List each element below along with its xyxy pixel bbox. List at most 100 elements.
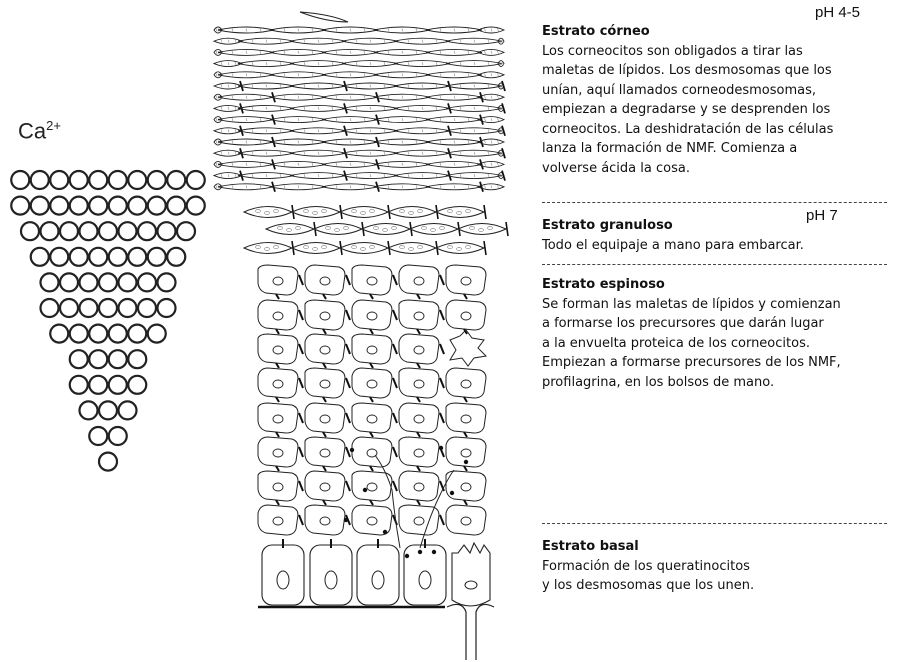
nucleus [272,276,284,286]
desmosome [345,309,351,321]
calcium-ion [146,246,167,267]
corneodesmosome [375,136,380,148]
corneocyte [289,104,347,112]
granule-dot [463,459,469,465]
lipid-mark [231,185,234,189]
lipid-mark [220,129,223,133]
keratohyalin-granule [408,211,414,215]
lipid-mark [484,73,486,77]
calcium-ion [156,272,177,293]
lipid-mark [490,95,493,99]
lipid-mark [245,140,248,144]
calcium-ion [68,349,89,370]
corneocyte [341,149,399,157]
lipid-mark [490,28,493,32]
keratohyalin-granule [312,247,318,251]
nucleus [413,345,425,355]
layer-description: Los corneocitos son obligados a tirar la… [542,43,834,176]
lipid-mark [421,84,424,88]
lipid-mark [435,106,438,110]
corneocyte [373,26,431,34]
lipid-mark [259,95,262,99]
calcium-ion [88,246,109,267]
granular-cell [242,242,294,254]
lipid-mark [383,84,386,88]
corneocyte [213,138,223,146]
calcium-ion [136,272,158,293]
calcium-ion [29,195,50,216]
keratohyalin-granule [351,245,357,249]
lipid-mark [335,28,338,32]
granule-dot [431,549,437,555]
lipid-mark [490,73,493,77]
granular-cell [338,206,390,218]
keratohyalin-granule [325,226,331,230]
desmosome [298,412,304,424]
lipid-mark [227,39,230,43]
calcium-ion [156,297,177,319]
calcium-ion [39,221,60,242]
corneocyte [269,71,327,79]
layer-description: Todo el equipaje a mano para embarcar. [542,237,804,253]
lipid-mark [234,151,237,155]
corneocyte [213,183,223,191]
corneocyte [237,172,295,180]
corneocyte [476,26,506,34]
lipid-mark [369,151,372,155]
lipid-mark [311,50,314,54]
lipid-mark [487,174,490,178]
lipid-mark [497,50,499,54]
lipid-mark [487,151,490,155]
corneocyte [213,116,223,124]
lipid-mark [497,95,499,99]
calcium-gradient [10,169,206,472]
spinous-keratinocyte [351,470,393,502]
corneocyte [212,37,244,45]
desmosome [416,328,421,335]
desmosome [505,221,509,237]
lipid-mark [349,118,352,122]
keratohyalin-granule [255,209,261,213]
stratum-spinosum-cells [257,264,488,559]
lipid-mark [487,62,490,66]
lipid-mark [297,50,300,54]
lipid-mark [215,185,218,189]
calcium-ion [127,246,148,267]
lipid-mark [415,118,418,122]
nucleus [460,379,472,389]
lipid-mark [283,118,286,122]
lipid-mark [484,95,486,99]
lipid-mark [317,151,320,155]
corneocyte [373,116,431,124]
corneocyte [212,82,244,90]
lipid-mark [297,185,300,189]
nucleus [413,276,425,286]
spinous-keratinocyte [398,333,440,365]
keratohyalin-granule [255,245,261,249]
spinous-keratinocyte [304,367,346,399]
calcium-ion [117,400,138,421]
lipid-mark [387,118,390,122]
lipid-mark [317,106,320,110]
lipid-mark [349,73,352,77]
desmosome [322,396,327,403]
lipid-mark [297,28,300,32]
nucleus [460,516,472,526]
nucleus [319,448,331,458]
lipid-mark [331,39,334,43]
layer-description: Se forman las maletas de lípidos y comie… [542,296,841,390]
desmosome [275,293,280,300]
spinous-keratinocyte [304,402,346,434]
lipid-mark [473,39,476,43]
corneocyte [237,37,295,45]
lipid-mark [487,84,490,88]
melanocyte-dendrite [374,454,401,549]
granular-cell [264,223,316,235]
nucleus [464,580,478,590]
keratohyalin-granule [303,245,309,249]
keratohyalin-granule [487,226,493,230]
lipid-mark [439,73,442,77]
desmosome [416,431,421,438]
lipid-mark [415,28,418,32]
lipid-mark [303,106,306,110]
